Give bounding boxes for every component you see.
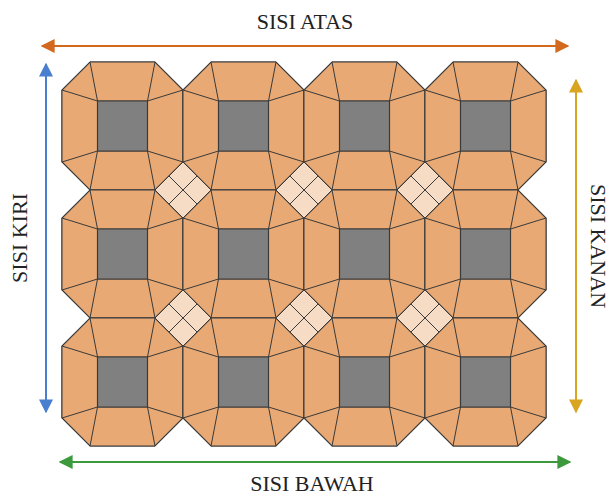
left-arrow <box>45 64 47 412</box>
octagon-tile <box>62 190 183 318</box>
right-side-label: SISI KANAN <box>587 184 609 308</box>
octagon-tile <box>62 62 183 190</box>
right-arrow <box>575 80 577 412</box>
octagon-tile <box>425 62 546 190</box>
octagon-tile <box>183 318 304 446</box>
diamond-tile <box>155 290 211 346</box>
diamond-tile <box>276 162 332 218</box>
octagon-tile <box>183 62 304 190</box>
octagon-tile <box>304 190 425 318</box>
diamond-tile <box>397 290 453 346</box>
octagon-tile <box>183 190 304 318</box>
bottom-arrow <box>60 461 570 463</box>
bottom-side-label: SISI BAWAH <box>250 473 374 495</box>
top-arrow <box>42 45 568 47</box>
diamond-tile <box>397 162 453 218</box>
octagon-tile <box>425 190 546 318</box>
octagon-tile <box>304 62 425 190</box>
octagon-tile <box>425 318 546 446</box>
octagon-tile <box>304 318 425 446</box>
octagon-tile <box>62 318 183 446</box>
top-side-label: SISI ATAS <box>257 11 354 33</box>
left-side-label: SISI KIRI <box>9 193 31 283</box>
diamond-tile <box>155 162 211 218</box>
diamond-tile <box>276 290 332 346</box>
